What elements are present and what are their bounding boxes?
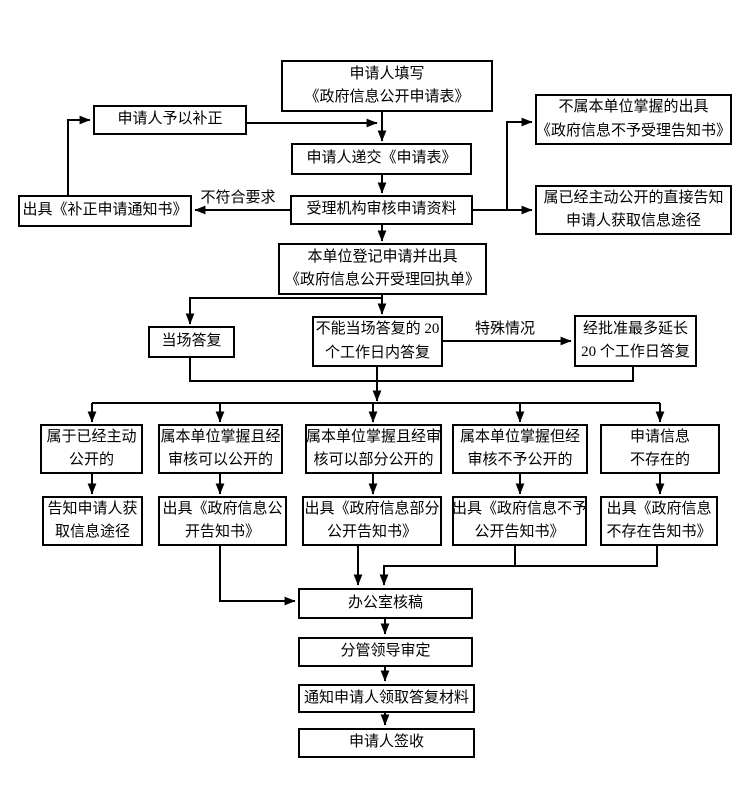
node-issue-disclosure-notice: 出具《政府信息公 开告知书》 <box>158 496 287 546</box>
node-case-info-not-exist: 申请信息 不存在的 <box>600 424 720 474</box>
node-case-already-public: 属于已经主动 公开的 <box>40 424 143 474</box>
node-case-held-no-disclose: 属本单位掌握但经 审核不予公开的 <box>452 424 588 474</box>
node-issue-supplement-notice: 出具《补正申请通知书》 <box>18 195 192 227</box>
edge-label-special-case: 特殊情况 <box>474 321 535 337</box>
node-applicant-signs: 申请人签收 <box>298 728 475 758</box>
connector-result2-to-office <box>219 546 296 606</box>
node-not-held-issue-rejection-notice: 不属本单位掌握的出具 《政府信息不予受理告知书》 <box>535 94 732 145</box>
node-issue-not-exist-notice: 出具《政府信息 不存在告知书》 <box>600 496 718 546</box>
node-issue-partial-disclosure-notice: 出具《政府信息部分 公开告知书》 <box>302 496 442 546</box>
connector-register-to-onspot <box>185 297 382 325</box>
node-agency-reviews-materials: 受理机构审核申请资料 <box>290 195 473 225</box>
node-notify-collect-reply: 通知申请人领取答复材料 <box>298 684 475 713</box>
node-register-and-issue-receipt: 本单位登记申请并出具 《政府信息公开受理回执单》 <box>278 243 487 295</box>
node-submit-application-form: 申请人递交《申请表》 <box>291 143 472 175</box>
node-onspot-reply: 当场答复 <box>148 326 235 358</box>
connector-result4-result5-to-office <box>384 546 658 585</box>
node-reply-within-20-days: 不能当场答复的 20 个工作日内答复 <box>312 316 443 367</box>
node-issue-non-disclosure-notice: 出具《政府信息不予 公开告知书》 <box>452 496 587 546</box>
node-already-public-inform-channel: 属已经主动公开的直接告知 申请人获取信息途径 <box>535 185 732 235</box>
connector-supplement-notice-to-supplement <box>67 115 91 195</box>
node-case-held-can-disclose: 属本单位掌握且经 审核可以公开的 <box>158 424 283 474</box>
node-case-held-partial-disclose: 属本单位掌握且经审 核可以部分公开的 <box>305 424 442 474</box>
connector-onspot-merge <box>189 358 377 382</box>
node-office-review-draft: 办公室核稿 <box>298 588 473 619</box>
node-applicant-supplements: 申请人予以补正 <box>93 105 247 135</box>
edge-label-not-compliant: 不符合要求 <box>200 190 276 206</box>
node-fill-application-form: 申请人填写 《政府信息公开申请表》 <box>281 60 493 112</box>
node-inform-access-channel: 告知申请人获 取信息途径 <box>42 496 143 546</box>
connector-review-to-not-held <box>506 117 533 210</box>
node-extend-20-days: 经批准最多延长 20 个工作日答复 <box>574 315 697 367</box>
connector-extend-merge <box>378 367 634 382</box>
node-leader-approval: 分管领导审定 <box>298 637 473 667</box>
